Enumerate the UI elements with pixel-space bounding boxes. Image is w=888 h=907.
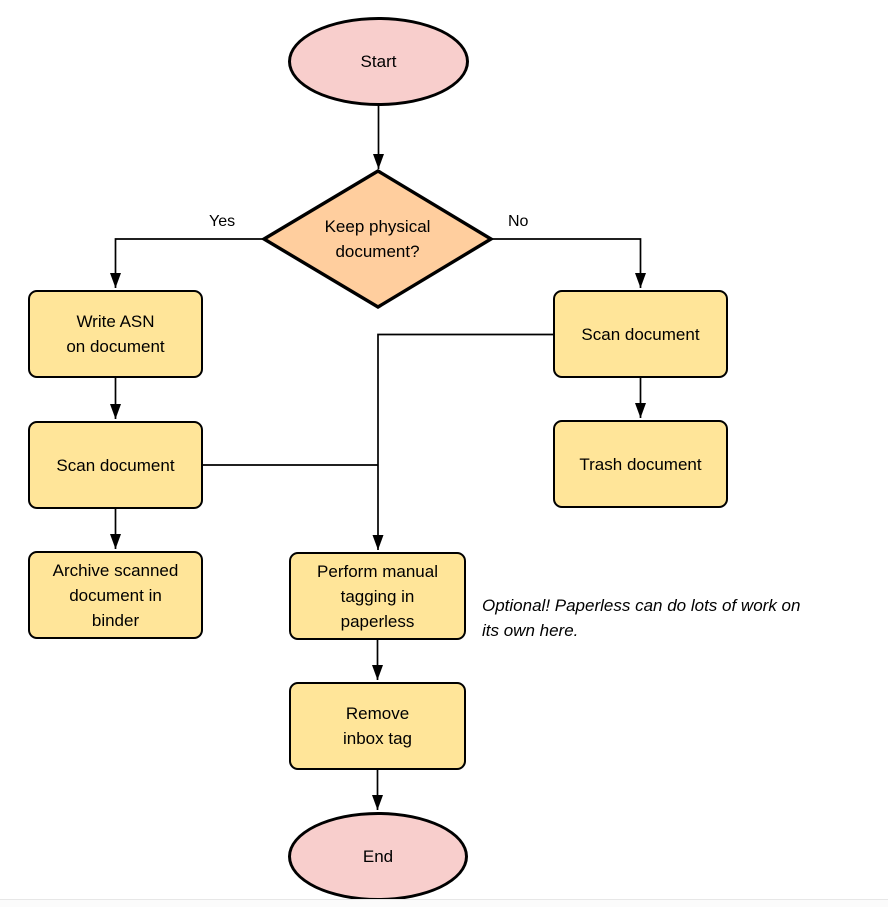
decision-diamond-shape	[260, 169, 495, 309]
edge-decision-yes	[110, 238, 264, 288]
start-node: Start	[288, 17, 469, 106]
scan-document-right-label: Scan document	[581, 324, 700, 344]
scan-document-left-node: Scan document	[28, 421, 203, 509]
archive-node-label: Archive scanned document in binder	[52, 560, 179, 630]
optional-annotation: Optional! Paperless can do lots of work …	[482, 596, 801, 640]
scan-document-right-node: Scan document	[553, 290, 728, 378]
edge-label-yes: Yes	[209, 213, 236, 230]
trash-document-label: Trash document	[579, 454, 702, 474]
edge-scanright-to-tagging	[372, 333, 553, 550]
write-asn-node-label: Write ASN on document	[66, 312, 165, 356]
end-node-label: End	[362, 847, 394, 866]
trash-document-node: Trash document	[553, 420, 728, 508]
remove-inbox-tag-label: Remove inbox tag	[343, 704, 412, 748]
start-node-label: Start	[360, 52, 397, 71]
manual-tagging-label: Perform manual tagging in paperless	[317, 561, 438, 631]
remove-inbox-tag-node: Remove inbox tag	[289, 682, 466, 770]
edge-label-no: No	[508, 213, 529, 230]
write-asn-node: Write ASN on document	[28, 290, 203, 378]
decision-node-label: Keep physical document?	[324, 217, 431, 261]
manual-tagging-node: Perform manual tagging in paperless	[289, 552, 466, 640]
edge-decision-no	[491, 238, 646, 288]
archive-node: Archive scanned document in binder	[28, 551, 203, 639]
page-bottom-edge	[0, 899, 888, 907]
end-node: End	[288, 812, 468, 901]
decision-node: Keep physical document?	[264, 171, 491, 307]
scan-document-left-label: Scan document	[56, 455, 175, 475]
